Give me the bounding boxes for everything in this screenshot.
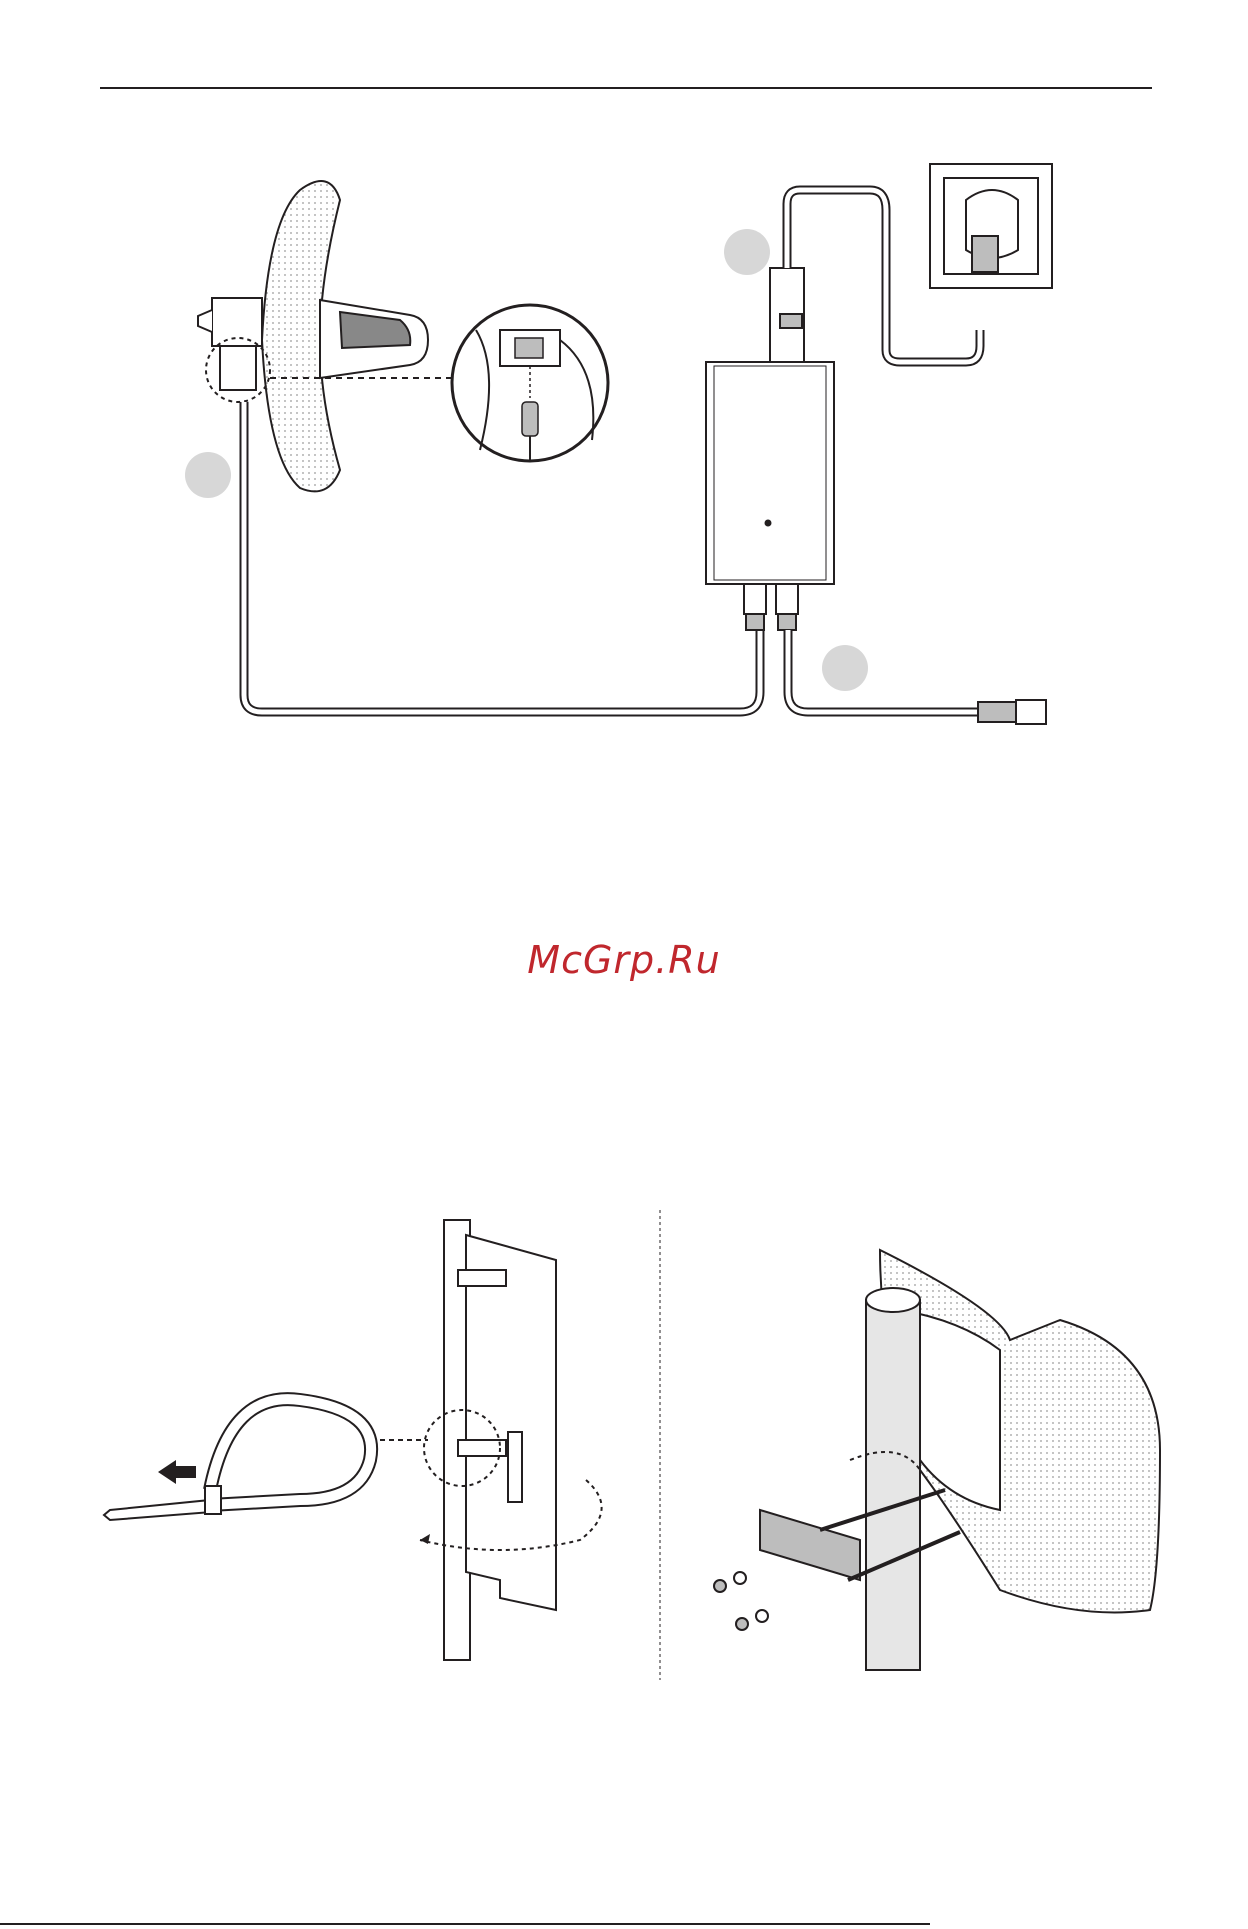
pull-arrow-icon bbox=[158, 1460, 196, 1484]
footer-rule bbox=[0, 1923, 930, 1925]
header-rule bbox=[100, 87, 1152, 89]
step-marker-power bbox=[724, 229, 770, 275]
step-marker-antenna bbox=[185, 452, 231, 498]
lan-cable bbox=[788, 630, 978, 712]
port-zoom-inset bbox=[452, 305, 608, 462]
step-marker-lan bbox=[822, 645, 868, 691]
poe-injector bbox=[706, 268, 834, 630]
watermark-text: McGrp.Ru bbox=[0, 938, 1248, 982]
pole-bracket-mounting bbox=[714, 1250, 1160, 1670]
wall-outlet bbox=[930, 164, 1052, 288]
zip-tie-mounting bbox=[104, 1220, 602, 1660]
connection-diagram bbox=[0, 140, 1248, 760]
mounting-diagram bbox=[0, 1210, 1248, 1680]
rj45-connector bbox=[978, 700, 1046, 724]
antenna-device bbox=[198, 181, 428, 491]
